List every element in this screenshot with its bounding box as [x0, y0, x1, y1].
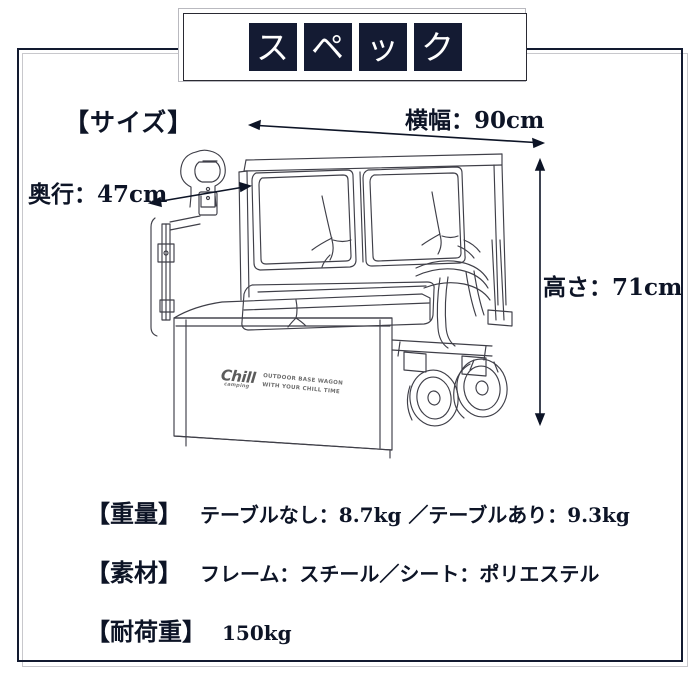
size-section-heading: 【サイズ】 [64, 108, 194, 137]
height-dimension-label: 高さ：71cm [543, 274, 683, 301]
banner-char: ク [413, 23, 462, 71]
spec-key-capacity: 【耐荷重】 [86, 617, 206, 646]
banner-char: ス [248, 23, 297, 71]
banner-char: ペ [303, 23, 352, 71]
spec-row-material: 【素材】 フレーム：スチール／シート：ポリエステル [86, 553, 599, 588]
spec-value-weight: テーブルなし：8.7kg ／テーブルあり：9.3kg [200, 503, 630, 527]
title-banner: ス ペ ッ ク [183, 13, 527, 81]
spec-key-material: 【素材】 [86, 558, 182, 587]
spec-row-weight: 【重量】 テーブルなし：8.7kg ／テーブルあり：9.3kg [86, 494, 630, 529]
width-dimension-label: 横幅：90cm [405, 107, 545, 134]
banner-char: ッ [358, 23, 407, 71]
spec-row-capacity: 【耐荷重】 150kg [86, 612, 292, 647]
spec-value-capacity: 150kg [222, 621, 292, 645]
depth-dimension-label: 奥行：47cm [28, 181, 168, 208]
spec-key-weight: 【重量】 [86, 499, 182, 528]
spec-value-material: フレーム：スチール／シート：ポリエステル [200, 562, 600, 586]
logo-subtext: camping [223, 381, 250, 390]
